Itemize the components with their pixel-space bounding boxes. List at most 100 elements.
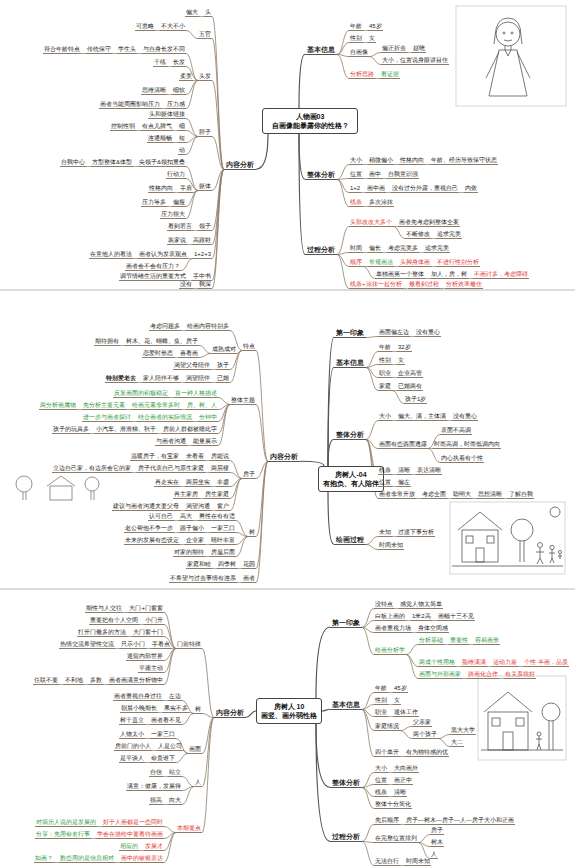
- small-sketches: [16, 476, 99, 500]
- branch-text: 房子—树木—房子—人—房子大小和正画: [405, 816, 515, 825]
- branch-text: 晴叶丰富: [210, 536, 236, 545]
- branch-topic: 整体分析: [305, 170, 337, 180]
- roof: [47, 476, 75, 486]
- branch-line: [337, 253, 349, 255]
- branch-text: 位置: [378, 478, 392, 487]
- branch-line: [362, 785, 374, 788]
- branch-text: 左边: [168, 692, 182, 701]
- branch-line: [212, 17, 224, 170]
- branch-text: 再走实在: [154, 478, 180, 487]
- branch-text: 房屋后面: [210, 548, 236, 557]
- branch-text: 很高: [149, 796, 163, 805]
- branch-line: [406, 655, 418, 679]
- branch-text: 偏大: [185, 8, 199, 17]
- branch-text: 清晰: [397, 466, 411, 475]
- topic-title: 房树人 10: [261, 702, 317, 711]
- branch-text: 期性与人交往: [85, 604, 123, 613]
- branch-text: 时间未知: [405, 857, 431, 866]
- branch-text: 是平谈人: [119, 754, 145, 763]
- branch-line: [218, 405, 230, 446]
- house: [462, 530, 498, 562]
- branch-text: 个性 半画，品质: [523, 658, 569, 667]
- tree-trunk: [549, 721, 553, 750]
- branch-line: [362, 621, 374, 628]
- branch-text: 性别: [349, 34, 363, 43]
- branch-line: [337, 180, 349, 207]
- person-head: [538, 543, 543, 548]
- branch-text: 立边自己家，有边所会它的家: [52, 464, 132, 473]
- branch-text: 满意：健康，发展得: [126, 782, 182, 791]
- tree-trunk: [520, 541, 524, 562]
- branch-text: 32岁: [397, 343, 412, 352]
- person-head: [550, 545, 554, 549]
- branch-text: 果实不多: [163, 704, 189, 713]
- branch-text: 时而高调，时而低调内向: [433, 440, 501, 449]
- branch-text: 脂维满满: [461, 658, 487, 667]
- branch-line: [438, 739, 450, 747]
- branch-text: 分享：先用命名行事: [35, 830, 91, 839]
- branch-text: 符合年龄特点: [43, 45, 81, 54]
- branch-line: [236, 533, 248, 537]
- branch-text: 考虑问题多: [149, 322, 181, 331]
- branch-text: 1+2: [349, 184, 361, 193]
- branch-text: 企业高管: [397, 369, 423, 378]
- branch-text: 绘画分析学: [374, 646, 406, 655]
- branch-text: 大门+门窗窗: [128, 604, 164, 613]
- branch-line: [337, 179, 349, 180]
- branch-text: 分钟中: [198, 413, 218, 422]
- branch-text: 孩子1岁: [404, 395, 427, 404]
- topic-title: 整体分析: [307, 170, 335, 179]
- branch-text: 有点儿脾气: [141, 122, 173, 131]
- panel-divider: [0, 290, 575, 291]
- branch-text: 人物太小: [119, 730, 145, 739]
- branch-text: 任联不要: [33, 676, 59, 685]
- topic-title: 房树人-04: [323, 470, 379, 479]
- branch-text: 数些用的是信息相对: [59, 854, 115, 863]
- branch-text: 只示小门: [120, 640, 146, 649]
- branch-text: 站立: [168, 768, 182, 777]
- branch-text: 两个孩子: [412, 730, 438, 739]
- branch-text: 画者看不见: [150, 716, 182, 725]
- branch-line: [212, 39, 224, 170]
- branch-line: [406, 645, 418, 655]
- branch-text: 方型整体&体型: [91, 158, 133, 167]
- topic-title: 第一印象: [332, 618, 360, 627]
- branch-line: [182, 777, 194, 787]
- branch-line: [418, 835, 430, 843]
- branch-line: [362, 710, 374, 757]
- branch-line: [182, 787, 194, 805]
- branch-text: 渴望陪伴: [185, 374, 211, 383]
- branch-line: [256, 462, 268, 583]
- branch-text: 没有过分外露，重视自己: [391, 184, 459, 193]
- tree-trunk: [23, 492, 26, 500]
- branch-line: [366, 365, 378, 368]
- branch-text: 企业家: [185, 536, 205, 545]
- branch-text: 树干直立: [119, 716, 145, 725]
- branch-line: [337, 180, 349, 193]
- branch-connector: [246, 711, 256, 717]
- branch-text: 柔美: [179, 72, 193, 81]
- branch-topic: 内容分析: [224, 160, 256, 170]
- branch-text: 没有重心: [452, 412, 478, 421]
- branch-text: 画面与外部画家: [418, 670, 462, 679]
- branch-text: 没有: [179, 280, 193, 289]
- branch-text: 一家三口: [210, 524, 236, 533]
- branch-text: 分析基础: [418, 636, 444, 645]
- branch-text: 四个单开: [374, 748, 400, 757]
- branch-text: 画者当能周围影响压力: [99, 100, 161, 109]
- topic-title: 整体分析: [332, 778, 360, 787]
- branch-line: [362, 705, 374, 710]
- branch-text: 两层坐实: [185, 478, 211, 487]
- branch-text: 职业: [378, 369, 392, 378]
- branch-text: 考虑全面: [421, 490, 447, 499]
- sketch-frame: [456, 6, 566, 106]
- branch-text: 已婚: [216, 374, 230, 383]
- branch-text: 平庸主动: [138, 664, 164, 673]
- person: [536, 736, 542, 750]
- branch-text: 好于人画都是一些同时: [102, 818, 164, 827]
- branch-line: [363, 267, 375, 279]
- sketch-frame: [450, 502, 565, 574]
- branch-topic: 基本信息: [330, 700, 362, 710]
- branch-text: 长发: [172, 58, 186, 67]
- branch-text: 看证据: [380, 70, 400, 79]
